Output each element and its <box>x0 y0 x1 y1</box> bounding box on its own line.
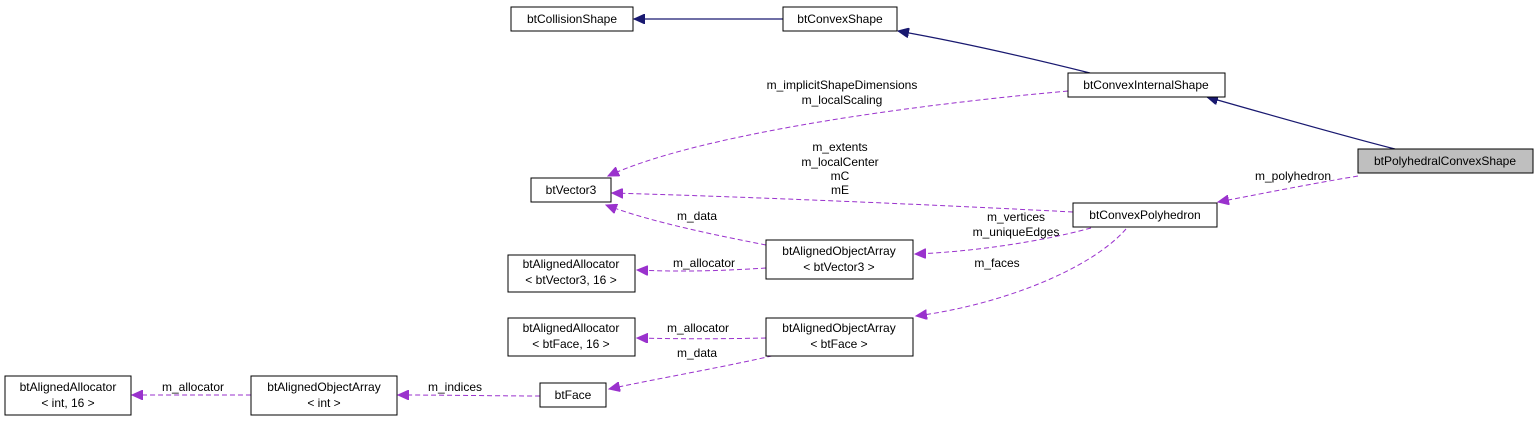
node-label: btPolyhedralConvexShape <box>1374 154 1516 168</box>
node-label: btConvexInternalShape <box>1083 78 1209 92</box>
node-label: btAlignedAllocator <box>523 321 620 335</box>
node-btface[interactable]: btFace <box>539 382 607 408</box>
edge-label: m_data <box>677 209 717 223</box>
node-label: < int, 16 > <box>41 396 94 410</box>
edge-label: m_polyhedron <box>1255 169 1331 183</box>
node-btconvexpolyhedron[interactable]: btConvexPolyhedron <box>1072 202 1218 228</box>
node-label: btAlignedAllocator <box>20 380 117 394</box>
node-label: btAlignedObjectArray <box>782 321 895 335</box>
edge-label: mE <box>831 183 849 197</box>
node-label: btAlignedAllocator <box>523 257 620 271</box>
node-label: < btFace, 16 > <box>532 337 609 351</box>
node-label: btConvexPolyhedron <box>1089 208 1200 222</box>
edge-label: mC <box>831 169 850 183</box>
node-label: btAlignedObjectArray <box>267 380 380 394</box>
edge-label: m_allocator <box>673 256 735 270</box>
node-label: < int > <box>307 396 340 410</box>
edge-face-to-arrayint: m_indices <box>398 380 541 396</box>
node-label: < btVector3 > <box>803 260 874 274</box>
edge-convexinternal-to-vector3: m_implicitShapeDimensions m_localScaling <box>608 78 1069 176</box>
edge-label: m_data <box>677 346 717 360</box>
node-label: btVector3 <box>546 183 597 197</box>
edge-polyhedral-to-polyhedron: m_polyhedron <box>1218 169 1359 202</box>
node-label: < btVector3, 16 > <box>525 273 616 287</box>
edge-label: m_uniqueEdges <box>973 225 1060 239</box>
edge-convexinternal-to-convexshape <box>898 31 1091 74</box>
node-btpolyhedralconvexshape[interactable]: btPolyhedralConvexShape <box>1357 148 1534 174</box>
node-btcollisionshape[interactable]: btCollisionShape <box>510 6 634 32</box>
node-btalignedobjectarray-int[interactable]: btAlignedObjectArray < int > <box>250 375 398 416</box>
edge-polyhedral-to-convexinternal <box>1207 97 1396 150</box>
node-btalignedallocator-btvector3[interactable]: btAlignedAllocator < btVector3, 16 > <box>507 254 636 293</box>
edge-label: m_allocator <box>667 321 729 335</box>
edge-arrayvec3-to-allocvec3: m_allocator <box>637 256 767 271</box>
edge-label: m_extents <box>812 140 867 154</box>
node-btalignedobjectarray-btface[interactable]: btAlignedObjectArray < btFace > <box>765 317 914 357</box>
node-btconvexinternalshape[interactable]: btConvexInternalShape <box>1067 72 1226 98</box>
node-btconvexshape[interactable]: btConvexShape <box>782 6 898 32</box>
node-label: < btFace > <box>810 337 867 351</box>
edge-label: m_faces <box>974 256 1019 270</box>
edge-label: m_localCenter <box>801 155 878 169</box>
node-btalignedallocator-int[interactable]: btAlignedAllocator < int, 16 > <box>4 375 132 416</box>
edge-label: m_localScaling <box>802 93 883 107</box>
edge-label: m_vertices <box>987 210 1045 224</box>
edge-label: m_implicitShapeDimensions <box>767 78 918 92</box>
node-label: btConvexShape <box>797 12 883 26</box>
edge-arrayface-to-allocface: m_allocator <box>637 321 767 339</box>
node-btalignedobjectarray-btvector3[interactable]: btAlignedObjectArray < btVector3 > <box>765 239 914 280</box>
edge-arrayint-to-allocint: m_allocator <box>132 380 252 395</box>
node-label: btFace <box>555 388 592 402</box>
edge-label: m_allocator <box>162 380 224 394</box>
node-label: btCollisionShape <box>527 12 617 26</box>
node-label: btAlignedObjectArray <box>782 244 895 258</box>
edge-polyhedron-to-vector3: m_extents m_localCenter mC mE <box>612 140 1074 213</box>
edge-arrayface-to-face: m_data <box>609 346 781 389</box>
node-btalignedallocator-btface[interactable]: btAlignedAllocator < btFace, 16 > <box>507 317 636 357</box>
edge-polyhedron-to-arrayvec3: m_vertices m_uniqueEdges <box>915 210 1092 254</box>
edge-polyhedron-to-arrayface: m_faces <box>916 228 1127 316</box>
edge-label: m_indices <box>428 380 482 394</box>
node-btvector3[interactable]: btVector3 <box>530 177 612 203</box>
edge-arrayvec3-to-vector3: m_data <box>606 205 767 246</box>
